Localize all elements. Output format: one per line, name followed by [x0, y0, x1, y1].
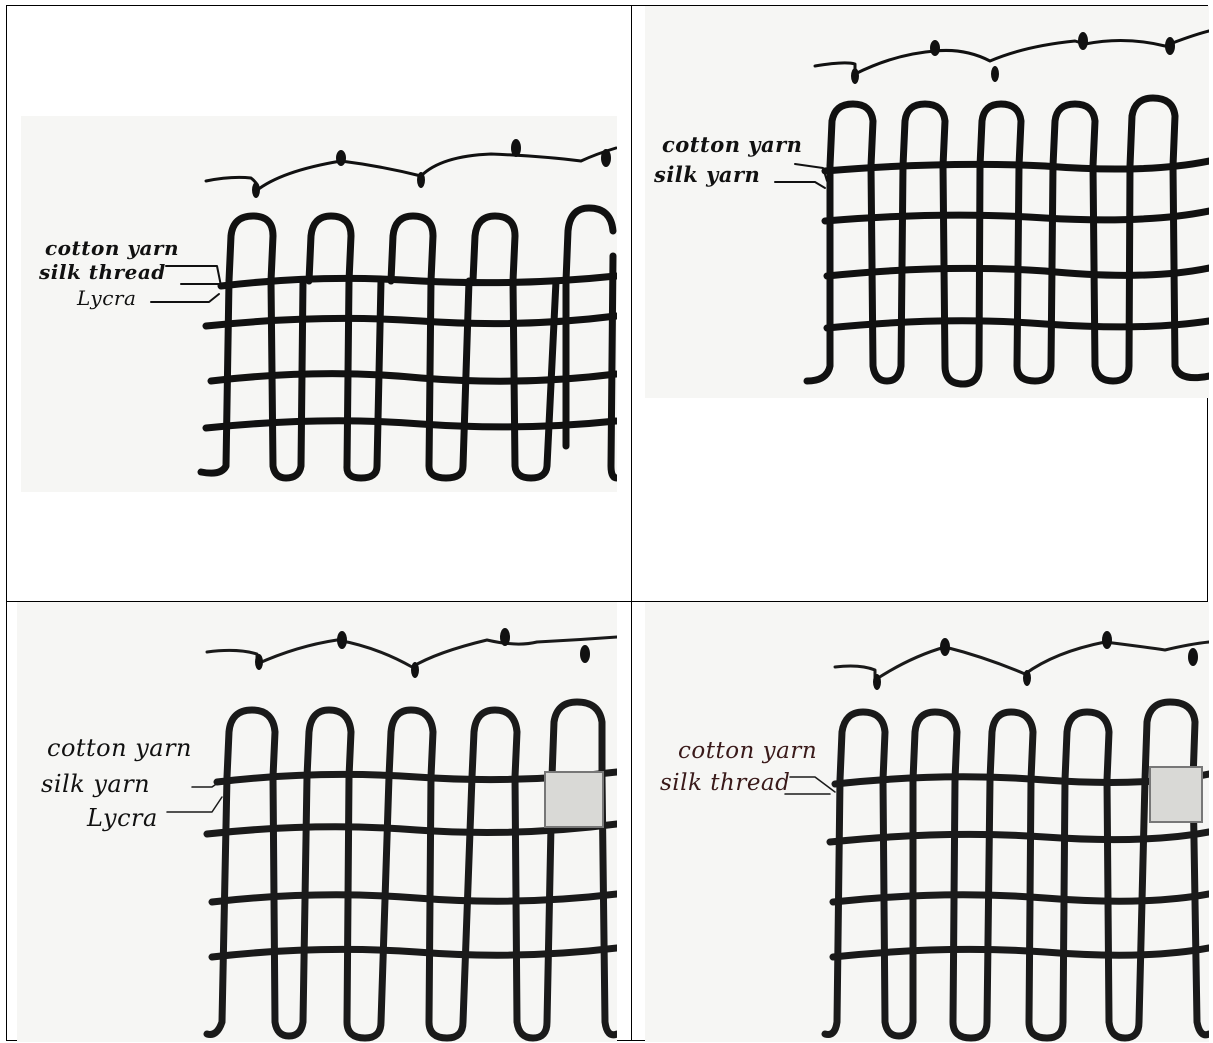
panel-top-left: cotton yarn silk thread Lycra — [7, 6, 631, 601]
label-cotton-yarn: cotton yarn — [45, 236, 179, 260]
label-cotton-yarn: cotton yarn — [662, 132, 802, 157]
label-lycra: Lycra — [87, 804, 158, 832]
label-silk-thread: silk thread — [660, 770, 790, 796]
label-cotton-yarn: cotton yarn — [47, 734, 192, 762]
knit-structure-diagram — [645, 602, 1209, 1042]
figure-table: cotton yarn silk thread Lycra — [6, 5, 1208, 1041]
label-silk-thread: silk thread — [39, 260, 166, 284]
label-cotton-yarn: cotton yarn — [678, 738, 817, 764]
knit-drawing-photo — [645, 6, 1209, 398]
knit-structure-diagram — [645, 6, 1209, 398]
knit-drawing-photo — [645, 602, 1209, 1042]
panel-bottom-right: cotton yarn silk thread — [632, 602, 1209, 1042]
label-silk-yarn: silk yarn — [41, 770, 150, 798]
label-silk-yarn: silk yarn — [654, 162, 760, 187]
panel-bottom-left: cotton yarn silk yarn Lycra — [7, 602, 631, 1042]
panel-top-right: cotton yarn silk yarn — [632, 6, 1209, 601]
label-lycra: Lycra — [77, 286, 136, 310]
